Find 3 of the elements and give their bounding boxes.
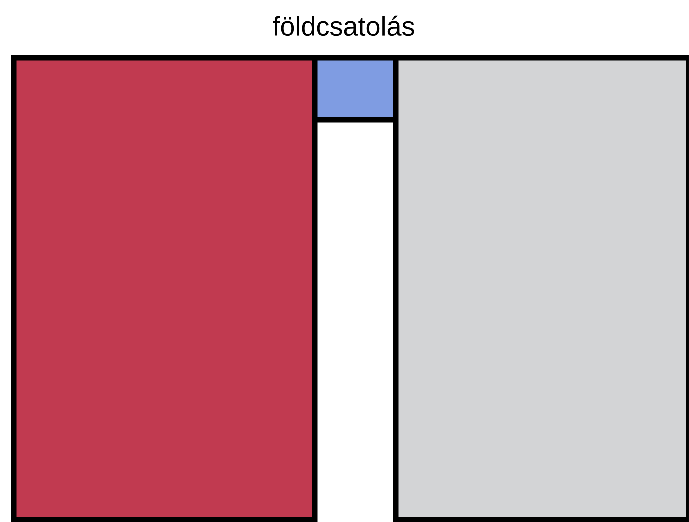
- panel-box: [11, 55, 318, 522]
- panel-box: [393, 55, 689, 522]
- title: földcsatolás: [273, 16, 414, 36]
